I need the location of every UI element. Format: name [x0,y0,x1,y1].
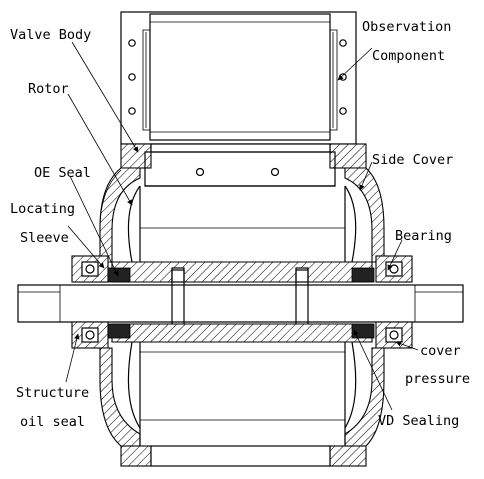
right-side-cover [344,167,385,263]
label-component: Component [372,48,445,64]
label-rotor: Rotor [28,81,69,97]
valve-body-bottom-flange [120,445,367,467]
label-cover: cover [420,343,461,359]
label-oe-seal: OE Seal [34,165,91,181]
upper-hub [111,261,373,283]
lower-right-cover [344,347,385,447]
lower-left-cover [99,347,141,447]
right-bearings [351,255,413,349]
label-valve-body: Valve Body [10,27,91,43]
label-oil-seal: oil seal [20,414,85,430]
label-locating: Locating [10,201,75,217]
left-side-cover [99,167,141,263]
label-sleeve: Sleeve [20,230,69,246]
labels: Valve Body Observation Component Rotor S… [10,19,470,430]
left-bearings [71,255,131,349]
lower-rotor-walls [127,341,357,446]
rotor-walls [127,185,357,263]
valve-body-top-flange [120,143,367,187]
shaft [17,269,464,337]
label-side-cover: Side Cover [372,152,453,168]
observation-component [120,11,357,145]
label-observation: Observation [362,19,451,35]
label-pressure: pressure [405,371,470,387]
label-vd-sealing: VD Sealing [378,413,459,429]
label-bearing: Bearing [395,228,452,244]
label-structure: Structure [16,385,89,401]
leader-lines [65,41,419,411]
lower-hub [111,323,373,343]
